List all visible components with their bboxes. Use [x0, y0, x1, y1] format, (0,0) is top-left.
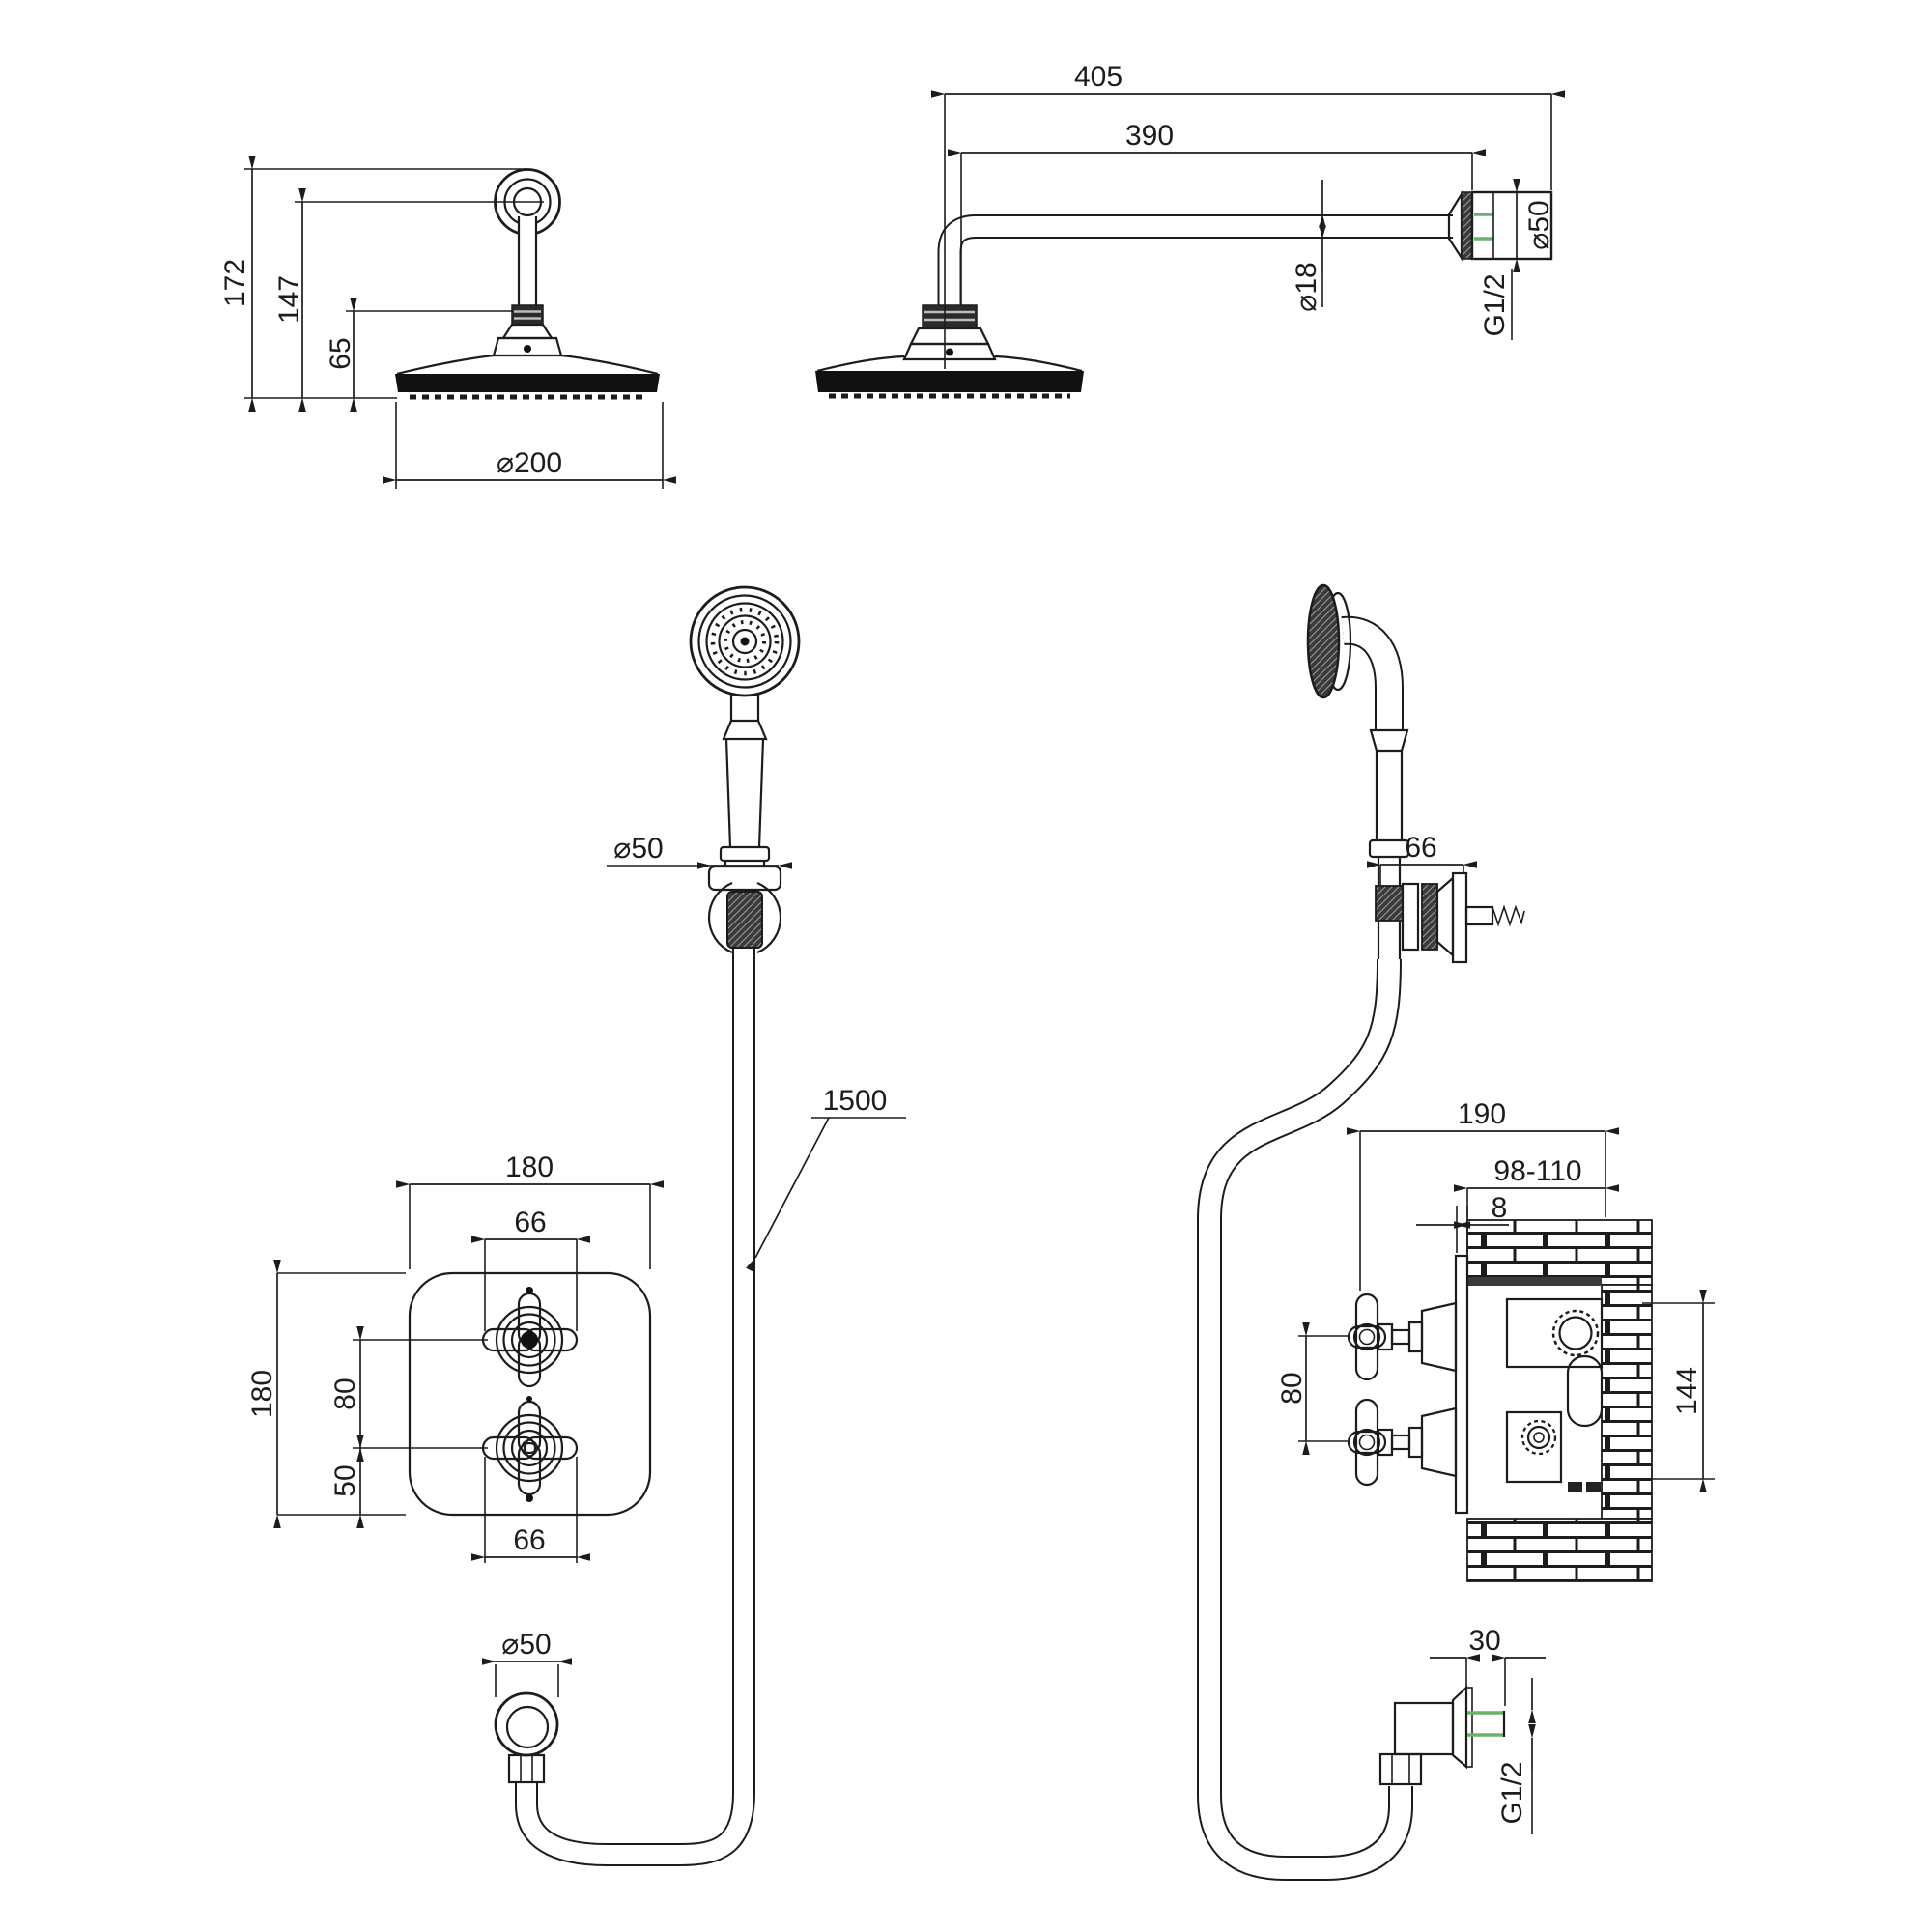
- dim-label-flange-diameter: ⌀50: [1523, 200, 1555, 249]
- dim-label-recess-depth: 98-110: [1493, 1155, 1581, 1187]
- holder-grip-knurl: [726, 891, 763, 949]
- faceplate-edge: [1454, 1254, 1469, 1515]
- view-handset-front: ⌀50 1500: [607, 585, 906, 1272]
- view-head-front: 172 147 65 ⌀200: [219, 156, 676, 489]
- spray-ring-dots: [724, 620, 766, 663]
- brick-wall-right: [1601, 1284, 1653, 1520]
- spray-ring-dots: [710, 607, 780, 676]
- outlet-body: [1393, 1701, 1455, 1756]
- view-valve-front: 180 66 180 80 50 66: [246, 1151, 664, 1563]
- dim-label-side-handle-spacing: 80: [1276, 1372, 1308, 1404]
- dim-label-plate-width: 180: [505, 1151, 554, 1183]
- dim-label-holder-diameter: ⌀50: [613, 833, 663, 865]
- dim-label-head-diameter: ⌀200: [497, 447, 562, 479]
- outlet-nut: [507, 1753, 546, 1784]
- dim-label-outlet-diameter: ⌀50: [501, 1629, 551, 1661]
- brick-wall-top: [1466, 1219, 1653, 1286]
- dim-label-arm-height: 65: [325, 337, 356, 369]
- bracket-knurl-pad: [1375, 885, 1404, 922]
- outlet-nut-side: [1378, 1752, 1423, 1786]
- dim-label-body-height: 144: [1671, 1367, 1703, 1415]
- valve-handle-top: [481, 1287, 579, 1388]
- brick-wall-bottom: [1466, 1518, 1653, 1582]
- valve-body-recessed: [1505, 1297, 1604, 1492]
- dim-label-hose-length: 1500: [823, 1085, 888, 1117]
- bracket-screw: [1464, 905, 1494, 926]
- recess-shadow: [1467, 1277, 1602, 1286]
- view-outlet-front: ⌀50: [482, 1629, 572, 1784]
- dim-label-plate-thickness: 8: [1492, 1192, 1508, 1224]
- dim-label-top-handle-width: 66: [514, 1207, 546, 1238]
- dim-label-plate-height: 180: [246, 1370, 278, 1418]
- holder-ring: [707, 881, 782, 954]
- arm-nut-side: [922, 304, 978, 329]
- dim-label-bracket-width: 66: [1405, 832, 1436, 864]
- handset-head-knurl: [1306, 583, 1341, 699]
- dim-label-overall-reach: 405: [1074, 61, 1122, 93]
- valve-faceplate: [408, 1271, 652, 1517]
- wall-flange-body: [1470, 190, 1553, 261]
- dim-label-bottom-offset: 50: [329, 1464, 361, 1496]
- shower-head-disc: [395, 374, 660, 392]
- dim-label-projection: 30: [1468, 1625, 1500, 1657]
- valve-side-handle-top: [1347, 1293, 1458, 1381]
- dim-label-outlet-thread: G1/2: [1496, 1761, 1528, 1824]
- flange-knurl-band: [1461, 191, 1473, 260]
- dim-label-center-height: 147: [273, 275, 305, 324]
- dim-label-pipe-diameter: ⌀18: [1291, 262, 1322, 311]
- holder-bracket: [707, 865, 782, 892]
- valve-side-handle-bottom: [1347, 1398, 1458, 1487]
- dim-label-overall-depth: 190: [1458, 1098, 1506, 1130]
- shower-head-disc-side: [815, 371, 1084, 392]
- view-outlet-side: 30 G1/2: [1378, 1625, 1546, 1834]
- dim-label-thread: G1/2: [1479, 273, 1511, 336]
- hand-shower-hose-front: [515, 939, 755, 1866]
- wall-bracket: [1401, 871, 1525, 964]
- dim-label-bottom-handle-width: 66: [513, 1524, 545, 1556]
- arm-nut: [511, 304, 544, 326]
- dim-label-total-height: 172: [219, 259, 251, 307]
- dim-label-handle-spacing: 80: [329, 1378, 361, 1409]
- hand-shower-hose-side: [1197, 958, 1413, 1881]
- valve-handle-bottom: [481, 1396, 579, 1502]
- view-valve-side: 190 98-110 8 80 144: [1276, 1098, 1715, 1582]
- view-handset-side: 66: [1306, 583, 1525, 964]
- view-head-side: 405 390 ⌀18 ⌀50 G1/2: [815, 61, 1565, 399]
- dim-label-arm-reach: 390: [1125, 120, 1174, 152]
